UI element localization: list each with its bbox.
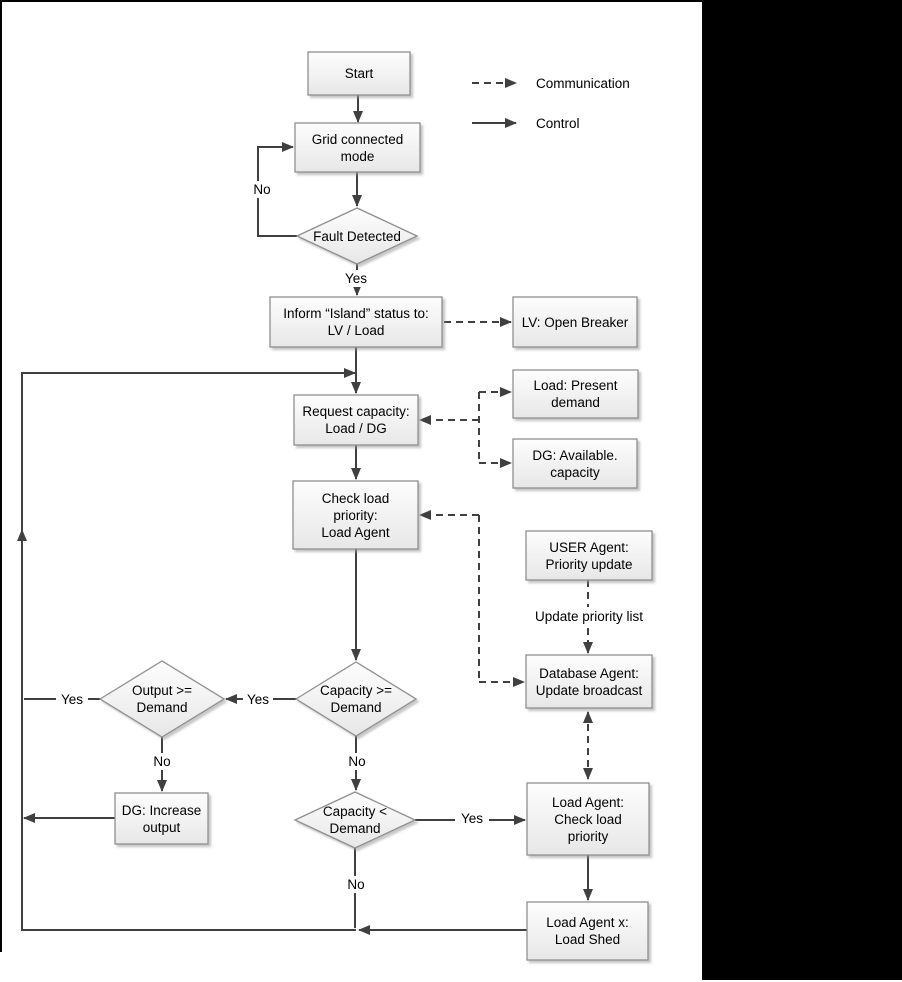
shape-capacity-lt bbox=[293, 791, 417, 849]
shape-load-agent-check bbox=[526, 782, 650, 856]
shape-load-present bbox=[512, 369, 639, 419]
shape-lv-open-breaker bbox=[512, 296, 638, 348]
edge-fault-no-loop bbox=[257, 142, 297, 237]
shape-request-capacity bbox=[293, 394, 419, 446]
flowchart-shapes bbox=[98, 51, 653, 961]
shape-grid-mode bbox=[294, 122, 421, 173]
shape-dg-increase bbox=[114, 792, 209, 845]
legend-control-label: Control bbox=[536, 115, 580, 131]
right-black-panel bbox=[702, 0, 902, 980]
shape-check-load-priority bbox=[292, 480, 419, 550]
shape-start bbox=[307, 51, 411, 96]
shape-load-shed bbox=[526, 901, 649, 961]
shape-inform-island bbox=[269, 296, 443, 348]
shape-database-agent bbox=[525, 654, 653, 709]
shape-capacity-ge bbox=[294, 661, 418, 737]
left-border-line bbox=[0, 0, 2, 952]
edge-feedback-channel bbox=[21, 368, 356, 931]
legend-communication-label: Communication bbox=[536, 75, 630, 91]
shape-dg-available bbox=[512, 438, 638, 489]
shape-user-agent bbox=[525, 530, 653, 581]
shape-fault-detected bbox=[295, 207, 419, 265]
top-border-line bbox=[0, 0, 902, 2]
shape-output-ge bbox=[98, 660, 226, 738]
